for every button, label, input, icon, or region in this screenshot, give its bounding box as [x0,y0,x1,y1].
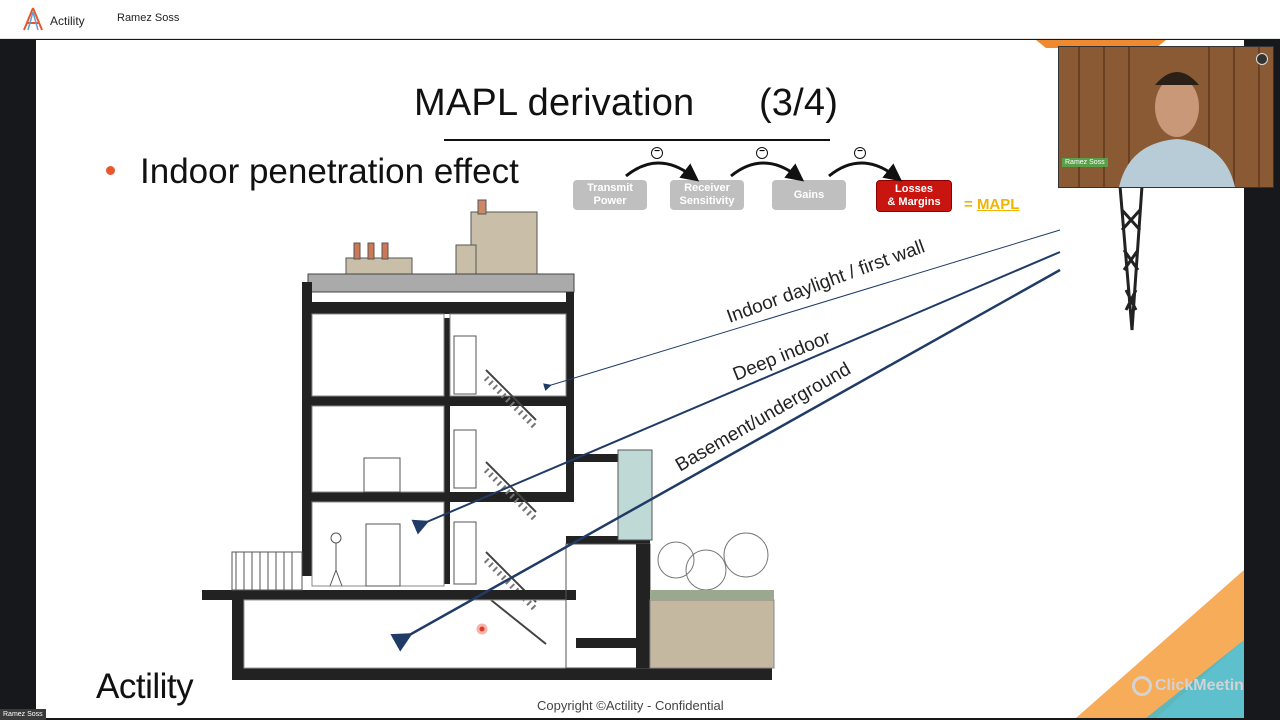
actility-logo-icon [23,7,43,31]
title-underline [444,139,830,141]
slide-logo-text: Actility [96,667,194,706]
webcam-name-tag: Ramez Soss [1062,158,1108,167]
brand[interactable]: Actility [20,6,85,32]
presentation-slide: MAPL derivation (3/4) Indoor penetration… [36,40,1244,718]
formula-arrows [625,161,903,182]
slide-title: MAPL derivation (3/4) [414,82,839,124]
webcam-mic-icon[interactable] [1256,53,1268,65]
clickmeeting-watermark: ClickMeeting [1132,676,1244,696]
minus-icon: − [756,147,768,159]
chip-gains: Gains [772,180,846,210]
copyright-text: Copyright ©Actility - Confidential [537,698,724,713]
minus-icon: − [651,147,663,159]
brand-name: Actility [50,14,85,28]
mapl-result: = MAPL [964,196,1020,213]
top-bar: Actility Ramez Soss [0,0,1280,39]
chip-losses-margins: Losses& Margins [876,180,952,212]
presenter-name: Ramez Soss [117,12,180,24]
minus-icon: − [854,147,866,159]
bullet-point-icon [106,166,115,175]
corner-name-tag: Ramez Soss [0,709,46,720]
presenter-webcam[interactable]: Ramez Soss [1058,46,1274,188]
building-cross-section [202,184,1144,680]
clickmeeting-logo-icon [1132,676,1152,696]
bullet-text: Indoor penetration effect [140,152,519,191]
